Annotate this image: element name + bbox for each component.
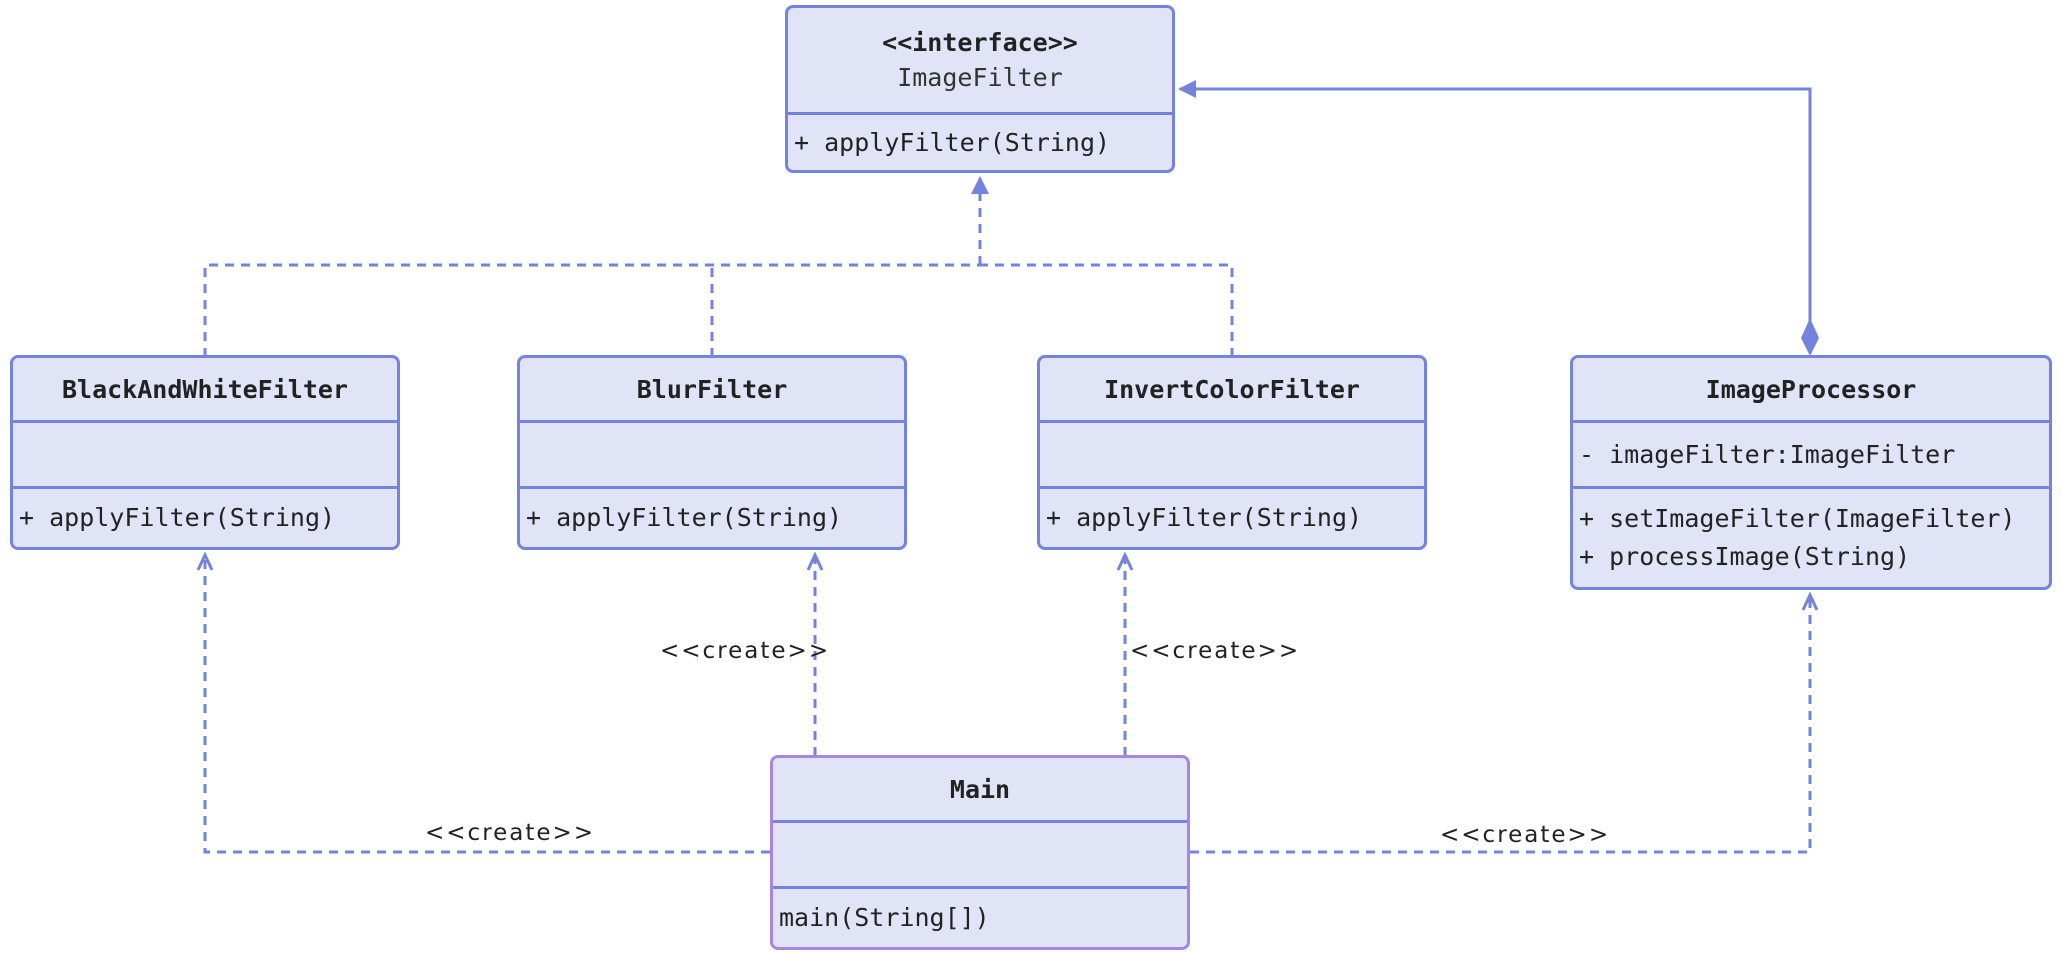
methods-section: main(String[]) <box>773 886 1187 947</box>
method: + applyFilter(String) <box>1046 503 1363 532</box>
attributes-section <box>520 420 904 486</box>
class-header: <<interface>> ImageFilter <box>788 8 1172 112</box>
create-label-imageprocessor: <<create>> <box>1440 822 1611 848</box>
methods-section: + applyFilter(String) <box>520 486 904 547</box>
class-name: BlurFilter <box>636 374 788 404</box>
class-header: InvertColorFilter <box>1040 358 1424 420</box>
class-name: InvertColorFilter <box>1104 374 1360 404</box>
method: + applyFilter(String) <box>526 503 843 532</box>
realization-edges <box>203 176 1234 357</box>
realization-invert <box>980 263 1234 357</box>
methods-section: + applyFilter(String) <box>13 486 397 547</box>
method: main(String[]) <box>779 903 990 932</box>
class-name: ImageFilter <box>897 63 1063 92</box>
attributes-section <box>1040 420 1424 486</box>
dependency-main-blackandwhite <box>205 555 770 854</box>
class-header: ImageProcessor <box>1573 358 2049 420</box>
dependency-main-imageprocessor <box>1190 595 1810 854</box>
create-label-blackandwhite: <<create>> <box>425 820 596 846</box>
class-blackandwhitefilter[interactable]: BlackAndWhiteFilter + applyFilter(String… <box>10 355 400 550</box>
class-header: BlurFilter <box>520 358 904 420</box>
methods-section: + applyFilter(String) <box>788 112 1172 170</box>
stereotype-label: <<interface>> <box>882 28 1078 57</box>
class-name: BlackAndWhiteFilter <box>62 374 348 404</box>
attributes-section: - imageFilter:ImageFilter <box>1573 420 2049 486</box>
class-blurfilter[interactable]: BlurFilter + applyFilter(String) <box>517 355 907 550</box>
create-label-invert: <<create>> <box>1130 638 1301 664</box>
composition-diamond-icon <box>1801 318 1819 356</box>
attributes-section <box>773 820 1187 886</box>
method: + applyFilter(String) <box>794 127 1111 157</box>
attribute: - imageFilter:ImageFilter <box>1579 439 1956 469</box>
realization-blackandwhite <box>203 263 980 357</box>
dependency-edges <box>205 555 1810 854</box>
class-header: Main <box>773 758 1187 820</box>
class-name: ImageProcessor <box>1705 374 1917 404</box>
class-name: Main <box>949 774 1011 804</box>
method: + applyFilter(String) <box>19 503 336 532</box>
method: + setImageFilter(ImageFilter) <box>1579 504 2016 533</box>
composition-edge <box>1178 80 1819 356</box>
method: + processImage(String) <box>1579 542 1911 571</box>
class-imagefilter[interactable]: <<interface>> ImageFilter + applyFilter(… <box>785 5 1175 173</box>
class-header: BlackAndWhiteFilter <box>13 358 397 420</box>
class-imageprocessor[interactable]: ImageProcessor - imageFilter:ImageFilter… <box>1570 355 2052 590</box>
attributes-section <box>13 420 397 486</box>
methods-section: + applyFilter(String) <box>1040 486 1424 547</box>
class-main[interactable]: Main main(String[]) <box>770 755 1190 950</box>
class-invertcolorfilter[interactable]: InvertColorFilter + applyFilter(String) <box>1037 355 1427 550</box>
methods-section: + setImageFilter(ImageFilter) + processI… <box>1573 486 2049 587</box>
create-label-blur: <<create>> <box>660 638 831 664</box>
